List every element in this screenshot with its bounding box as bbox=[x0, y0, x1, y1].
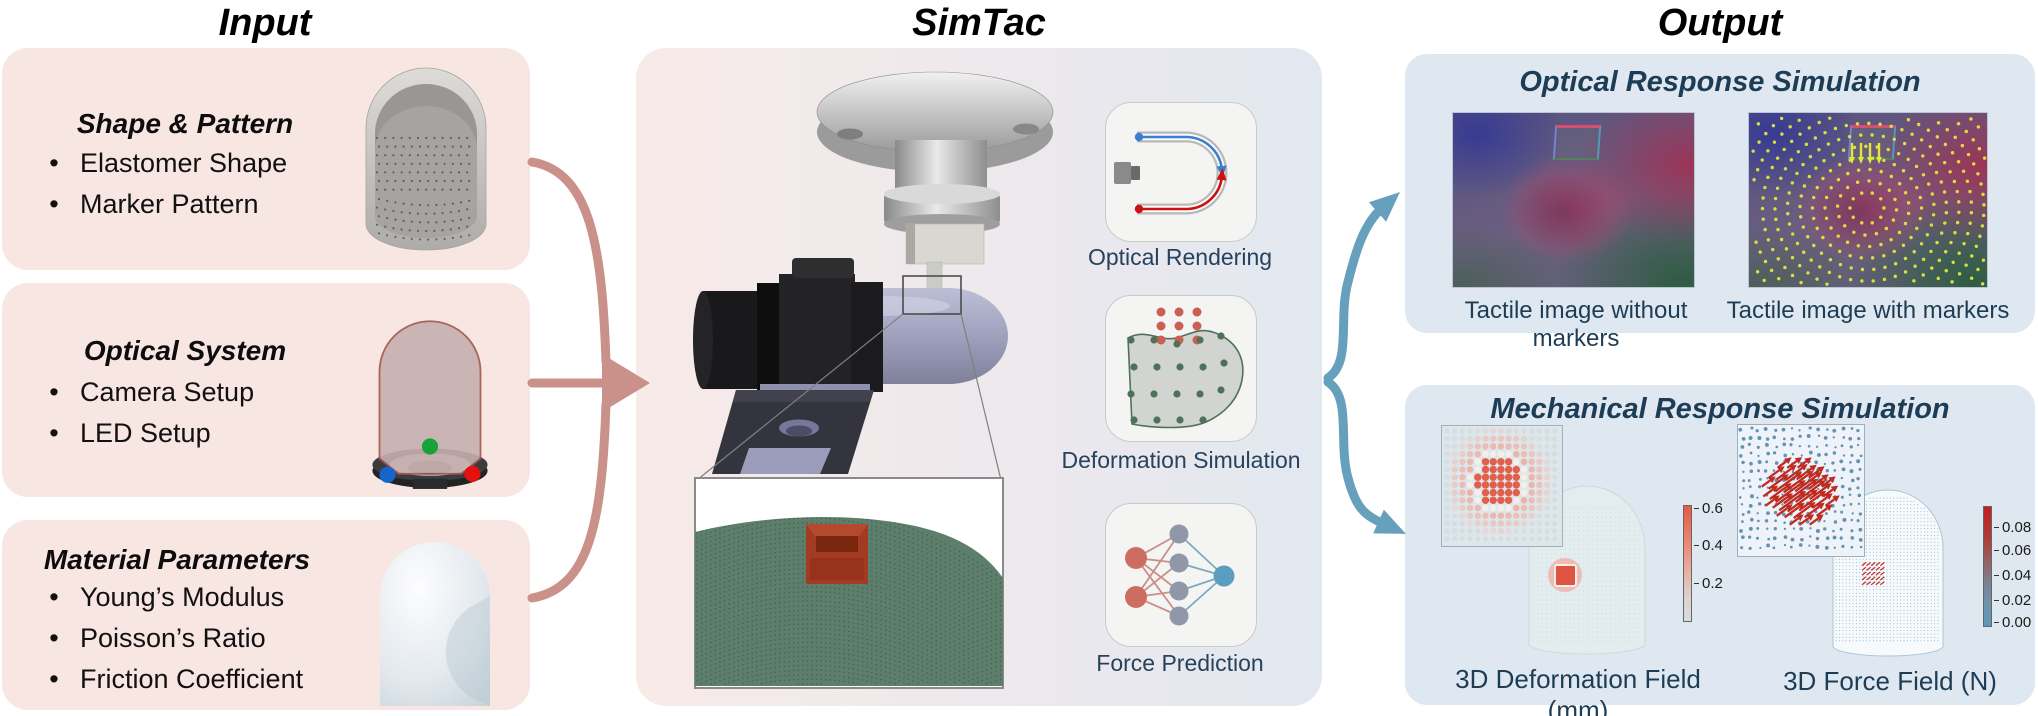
blue-led bbox=[379, 466, 396, 483]
optical-rendering-label: Optical Rendering bbox=[1087, 244, 1273, 270]
simtac-scene bbox=[693, 71, 1054, 689]
green-particle-surface bbox=[695, 517, 1003, 686]
bullet-marker-pattern: Marker Pattern bbox=[28, 189, 287, 230]
input-header: Input bbox=[218, 2, 312, 44]
green-led bbox=[421, 438, 439, 455]
red-light-ray bbox=[1139, 168, 1227, 211]
bullet-dot bbox=[28, 148, 80, 179]
elastomer-dome-outline bbox=[378, 320, 482, 475]
input-arrows bbox=[527, 157, 611, 603]
force-caption: 3D Force Field (N) bbox=[1783, 666, 1997, 696]
optical-response-title: Optical Response Simulation bbox=[1519, 66, 1921, 98]
elastomer-mesh-image bbox=[365, 67, 487, 251]
caption-with-markers: Tactile image with markers bbox=[1726, 297, 2010, 324]
force-tick: 0.08 bbox=[1994, 519, 2031, 536]
material-parameters-title: Material Parameters bbox=[43, 544, 311, 575]
deformation-caption: 3D Deformation Field (mm) bbox=[1455, 664, 1701, 716]
bullet-dot bbox=[28, 418, 80, 449]
tactile-image-with-markers bbox=[1748, 112, 1988, 288]
deformation-simulation-label: Deformation Simulation bbox=[1061, 447, 1301, 473]
marker-dot-field bbox=[1751, 116, 1987, 286]
card-force-prediction bbox=[1105, 503, 1257, 647]
force-tick: 0.00 bbox=[1994, 614, 2031, 631]
indenter-probe bbox=[905, 223, 985, 299]
blue-light-ray bbox=[1139, 135, 1227, 178]
deformation-tick: 0.2 bbox=[1694, 575, 1723, 592]
bullet-youngs-modulus: Young’s Modulus bbox=[28, 582, 303, 623]
shape-pattern-title: Shape & Pattern bbox=[76, 108, 294, 139]
force-tick: 0.04 bbox=[1994, 567, 2031, 584]
bullet-poissons-ratio: Poisson’s Ratio bbox=[28, 623, 303, 664]
deformation-tick: 0.4 bbox=[1694, 537, 1723, 554]
bullet-camera-setup: Camera Setup bbox=[28, 377, 254, 418]
bullet-dot bbox=[28, 377, 80, 408]
particle-sim-inset bbox=[694, 477, 1004, 689]
zoom-line-right bbox=[960, 313, 1002, 481]
bullet-elastomer-shape: Elastomer Shape bbox=[28, 148, 287, 189]
panel-material-parameters: Material Parameters Young’s Modulus Pois… bbox=[2, 520, 530, 710]
caption-without-markers: Tactile image without markers bbox=[1464, 297, 1688, 352]
force-prediction-icon bbox=[1125, 524, 1235, 626]
red-led bbox=[464, 465, 481, 482]
force-colorbar bbox=[1983, 506, 1992, 627]
panel-optical-system: Optical System Camera Setup LED Setup bbox=[2, 283, 530, 497]
force-tick: 0.06 bbox=[1994, 542, 2031, 559]
material-dome-image bbox=[380, 542, 490, 706]
deformation-inset bbox=[1441, 425, 1563, 547]
card-optical-rendering bbox=[1105, 102, 1257, 242]
card-deformation-simulation bbox=[1105, 295, 1257, 442]
bullet-dot bbox=[28, 189, 80, 220]
tactile-image-without-markers bbox=[1452, 112, 1695, 288]
output-header: Output bbox=[1657, 2, 1783, 44]
optical-system-title: Optical System bbox=[83, 335, 287, 366]
bullet-dot bbox=[28, 664, 80, 695]
output-arrows bbox=[1323, 192, 1406, 534]
bullet-led-setup: LED Setup bbox=[28, 418, 254, 459]
deformation-simulation-icon bbox=[1127, 307, 1244, 429]
simtac-header: SimTac bbox=[912, 2, 1046, 44]
bullet-dot bbox=[28, 623, 80, 654]
camera-assembly bbox=[693, 258, 883, 398]
deformation-hotspot bbox=[1554, 564, 1577, 587]
deformed-mesh-blob bbox=[1127, 329, 1244, 429]
panel-shape-pattern: Shape & Pattern Elastomer Shape Marker P… bbox=[2, 48, 530, 270]
bullet-dot bbox=[28, 582, 80, 613]
contact-imprint bbox=[1552, 125, 1602, 161]
optical-system-image bbox=[372, 320, 488, 489]
optical-rendering-icon bbox=[1114, 131, 1228, 215]
camera-icon bbox=[1114, 162, 1131, 184]
mounting-bracket bbox=[712, 384, 874, 474]
roi-box bbox=[902, 275, 962, 315]
force-tick: 0.02 bbox=[1994, 592, 2031, 609]
deformation-colorbar bbox=[1683, 505, 1692, 622]
red-indenter-cube bbox=[806, 524, 868, 584]
mechanical-response-title: Mechanical Response Simulation bbox=[1490, 393, 1950, 425]
bullet-friction-coefficient: Friction Coefficient bbox=[28, 664, 303, 705]
robot-flange bbox=[816, 71, 1054, 234]
deformation-tick: 0.6 bbox=[1694, 500, 1723, 517]
force-inset bbox=[1737, 424, 1865, 557]
force-prediction-label: Force Prediction bbox=[1096, 650, 1264, 676]
zoom-line-left bbox=[696, 313, 904, 481]
